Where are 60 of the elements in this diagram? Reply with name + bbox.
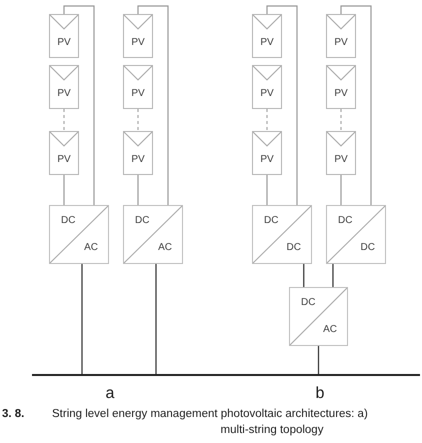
converter-label: AC: [84, 242, 98, 254]
caption-line: multi-string topology: [220, 423, 324, 437]
pv-module: [326, 131, 356, 175]
pv-module: [326, 14, 356, 58]
converter-box: [123, 205, 183, 264]
wire: [63, 175, 65, 205]
pv-module: [123, 14, 153, 58]
converter-box: [49, 205, 109, 264]
pv-label: PV: [334, 88, 348, 100]
pv-label: PV: [131, 154, 145, 166]
wire: [266, 175, 268, 205]
pv-label: PV: [57, 88, 71, 100]
pv-module: [123, 65, 153, 109]
pv-label: PV: [260, 154, 274, 166]
wire: [303, 264, 304, 287]
panel-label: a: [106, 385, 114, 403]
pv-module: [252, 14, 282, 58]
pv-module: [49, 14, 79, 58]
pv-module: [252, 65, 282, 109]
wire: [63, 5, 95, 205]
pv-label: PV: [57, 154, 71, 166]
pv-module: [123, 131, 153, 175]
converter-label: DC: [286, 242, 301, 254]
pv-label: PV: [131, 37, 145, 49]
converter-label: DC: [264, 215, 278, 227]
converter-label: DC: [301, 297, 316, 309]
wire: [340, 5, 372, 205]
wire: [137, 175, 139, 205]
dotted-wire: [340, 108, 342, 132]
pv-label: PV: [334, 154, 348, 166]
converter-label: AC: [323, 324, 337, 336]
converter-label: DC: [338, 215, 352, 227]
converter-box: [326, 205, 386, 264]
pv-label: PV: [260, 88, 274, 100]
converter-box: [289, 287, 348, 346]
panel-label: b: [316, 385, 324, 403]
pv-label: PV: [260, 37, 274, 49]
converter-label: DC: [135, 215, 150, 227]
wire: [332, 264, 334, 287]
figure-caption: String level energy management photovoltaic architectures: a): [52, 407, 368, 421]
converter-box: [252, 205, 312, 264]
wire: [266, 5, 298, 205]
pv-label: PV: [131, 88, 145, 100]
wire: [137, 5, 169, 205]
pv-label: PV: [334, 37, 348, 49]
pv-module: [326, 65, 356, 109]
pv-module: [49, 131, 79, 175]
converter-label: AC: [158, 242, 172, 254]
converter-label: DC: [61, 215, 76, 227]
converter-label: DC: [360, 242, 375, 254]
wire: [318, 346, 320, 374]
pv-module: [49, 65, 79, 109]
pv-module: [252, 131, 282, 175]
figure-number: 3. 8.: [2, 407, 24, 421]
wire: [81, 264, 83, 374]
wire: [155, 264, 157, 374]
wire: [340, 175, 342, 205]
bus-line: [32, 374, 420, 376]
dotted-wire: [266, 108, 268, 132]
pv-label: PV: [57, 37, 71, 49]
